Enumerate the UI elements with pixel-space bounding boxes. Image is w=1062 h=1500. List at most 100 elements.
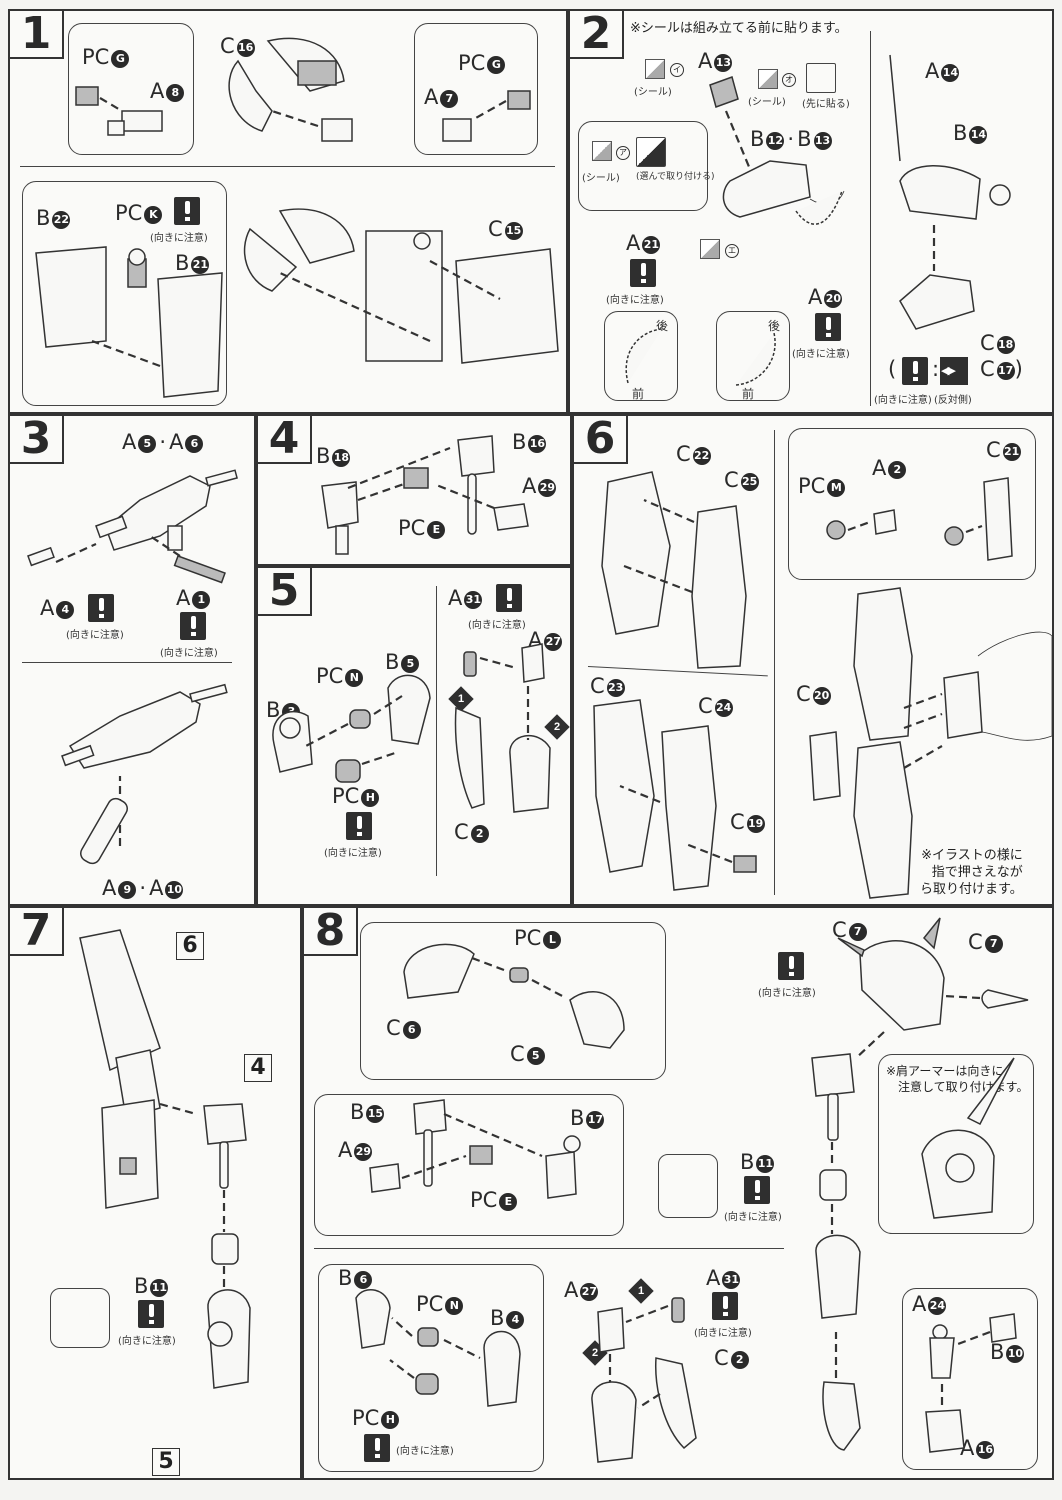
caution-icon (778, 952, 804, 980)
orientation-guide (658, 1154, 718, 1218)
front-label: 前 (742, 387, 755, 401)
subassembly-5-ref: 5 (152, 1448, 180, 1476)
caution-icon (815, 313, 841, 341)
sticker-i-mark: イ (670, 63, 684, 77)
opposite-side-text: (反対側) (934, 395, 972, 406)
caution-icon (180, 612, 206, 640)
caution-text: (向きに注意) (468, 620, 526, 631)
caution-icon (174, 197, 200, 225)
choose-text: (選んで取り付ける) (636, 172, 715, 182)
caution-icon (88, 594, 114, 622)
finger-note: ※イラストの様に 指で押さえなが ら取り付けます。 (920, 848, 1023, 897)
step-8-number: 8 (302, 906, 358, 956)
sticker-label: (シール) (748, 97, 786, 108)
step-7-drawing (79, 929, 251, 1389)
caution-text: (向きに注意) (150, 233, 208, 244)
caution-icon (364, 1434, 390, 1462)
step-5-divider (436, 586, 437, 876)
step-1-callout-a7 (414, 23, 538, 155)
rear-front-guide-a20 (716, 311, 790, 401)
step-3-number: 3 (8, 414, 64, 464)
front-label: 前 (632, 387, 645, 401)
apply-first-icon (806, 63, 836, 93)
step-4-drawing (321, 435, 529, 555)
caution-icon (138, 1300, 164, 1328)
step-3-divider (22, 662, 232, 663)
caution-text: (向きに注意) (160, 648, 218, 659)
caution-text: (向きに注意) (874, 395, 932, 406)
sticker-instruction: ※シールは組み立てる前に貼ります。 (630, 21, 848, 36)
step-1-number: 1 (8, 9, 64, 59)
sticker-label: (シール) (582, 173, 620, 184)
step-6-divider-v (774, 430, 775, 895)
caution-icon (630, 259, 656, 287)
caution-text: (向きに注意) (324, 848, 382, 859)
apply-first-text: (先に貼る) (802, 99, 850, 110)
step-5-drawing (272, 643, 551, 813)
caution-text: (向きに注意) (396, 1446, 454, 1457)
choose-sticker-icon (636, 137, 666, 167)
sticker-e-mark: エ (725, 244, 739, 258)
step-2-drawing (625, 54, 1011, 386)
sticker-o-mark: オ (782, 73, 796, 87)
caution-text: (向きに注意) (694, 1328, 752, 1339)
step-8-drawing (355, 917, 1029, 1463)
step-8-divider (314, 1248, 784, 1249)
step-8-callout-hand (902, 1288, 1038, 1470)
rear-label: 後 (768, 319, 781, 333)
sticker-i-icon (645, 59, 665, 79)
step-6-drawing (593, 471, 1053, 899)
step-2-divider (870, 31, 871, 406)
opposite-side-icon (940, 357, 968, 385)
subassembly-6-ref: 6 (176, 932, 204, 960)
caution-text: (向きに注意) (758, 988, 816, 999)
step-2-number: 2 (568, 9, 624, 59)
sticker-e-icon (700, 239, 720, 259)
